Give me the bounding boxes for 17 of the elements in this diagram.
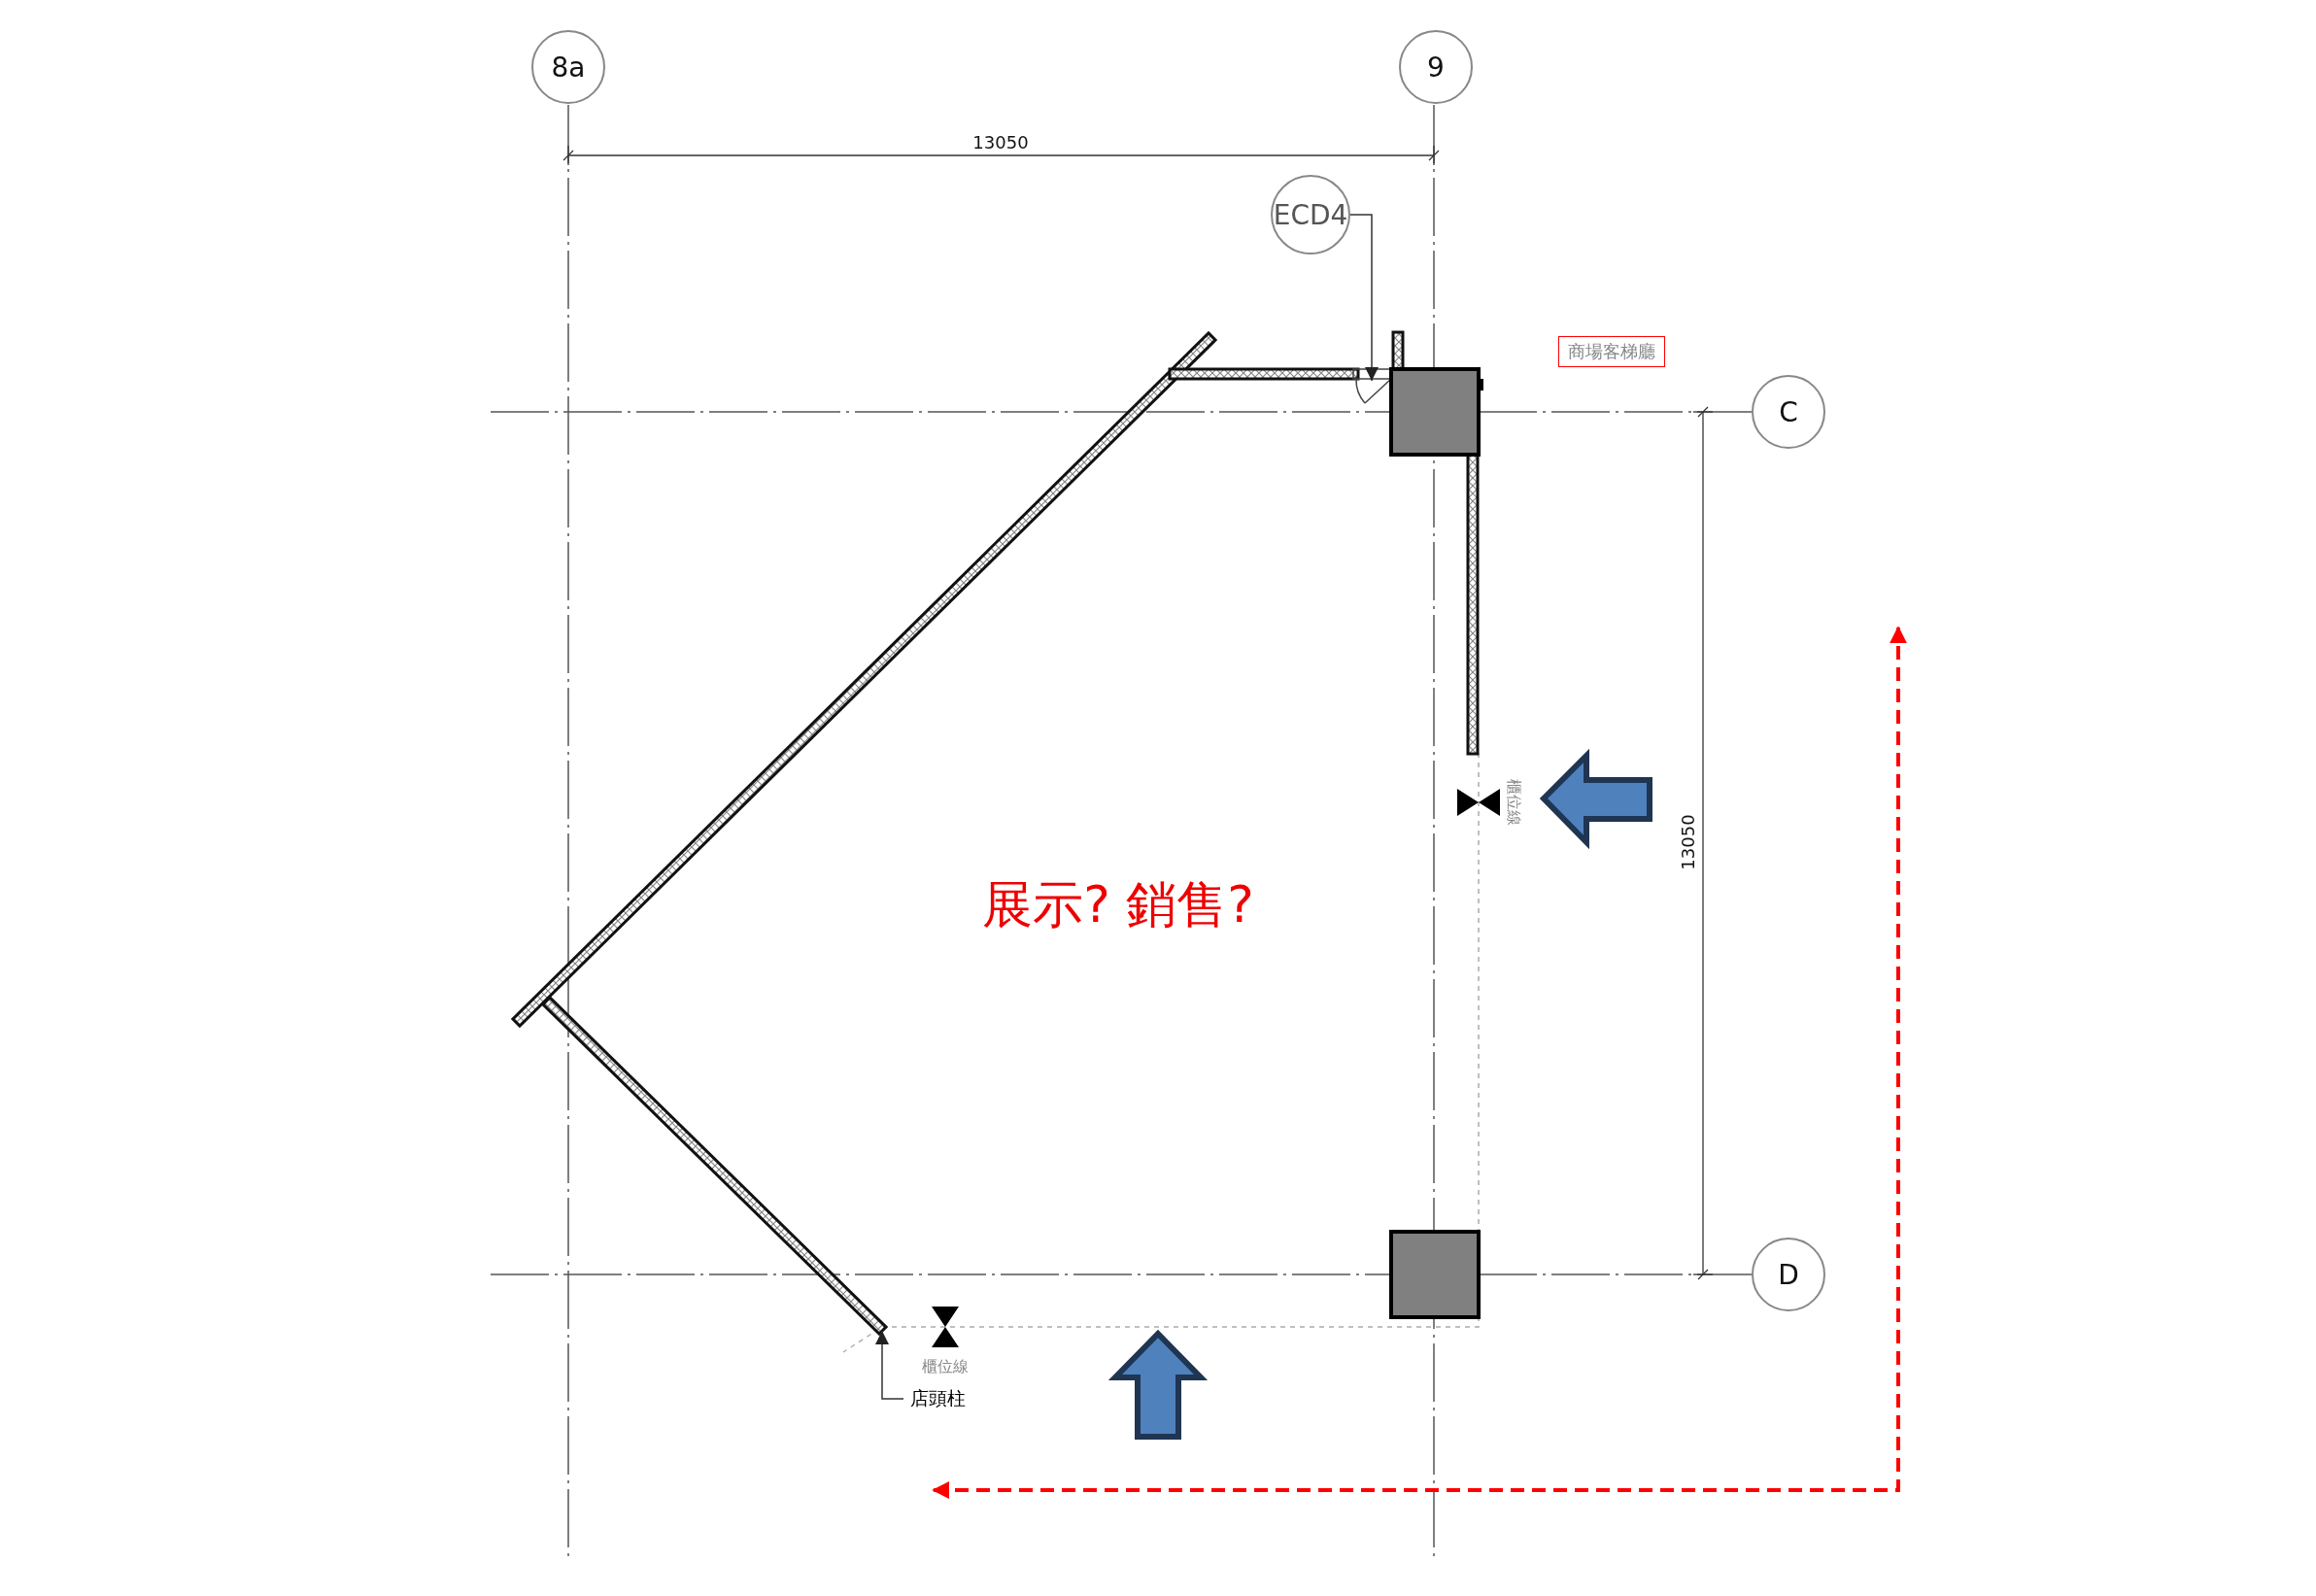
dimension-text: 13050	[972, 133, 1029, 153]
grid-bubble: D	[1752, 1238, 1825, 1311]
callout-label: 店頭柱	[903, 1386, 971, 1411]
leader-line	[875, 1330, 904, 1400]
grid-bubble: 8a	[531, 30, 605, 104]
grid-bubble: C	[1752, 375, 1825, 449]
label-box: 商場客梯廳	[1558, 336, 1665, 367]
counter-line-label: 櫃位線	[1505, 779, 1522, 826]
grid-bubble: 9	[1399, 30, 1473, 104]
callout-bubble: ECD4	[1271, 175, 1350, 255]
counter-line-label: 櫃位線	[922, 1358, 969, 1375]
dimension-text: 13050	[1679, 814, 1698, 870]
column-symbol	[1389, 367, 1483, 457]
area-note: 展示? 銷售?	[982, 877, 1254, 934]
wall-drawing	[543, 998, 886, 1334]
column-symbol	[1389, 1230, 1481, 1319]
leader-line	[1349, 214, 1379, 382]
